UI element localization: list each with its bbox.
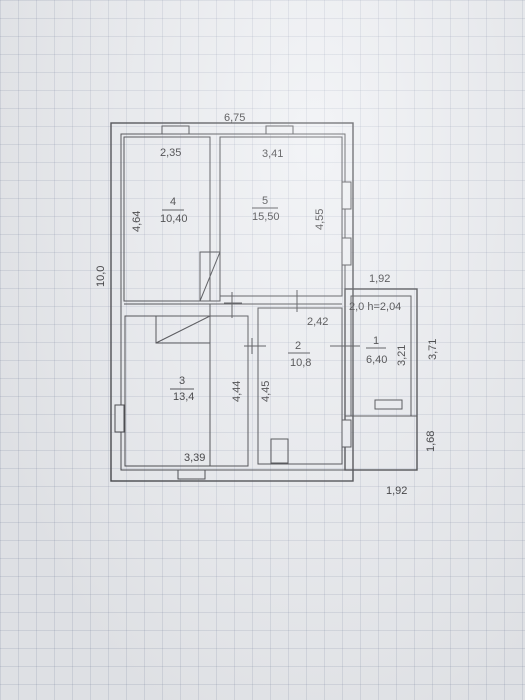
room-5-top-label: 3,41 — [262, 148, 283, 160]
room-3-side-label: 4,44 — [231, 381, 243, 402]
annex-top-label: 1,92 — [369, 273, 390, 285]
outer-wall — [110, 122, 354, 482]
room-2-side-label: 4,45 — [260, 381, 272, 402]
room-4-side-label: 4,64 — [131, 211, 143, 232]
overall-width-label: 6,75 — [224, 112, 245, 124]
room-5-side-label: 4,55 — [314, 209, 326, 230]
stove — [270, 438, 289, 464]
room-4-number: 4 — [170, 196, 176, 208]
annex-wall — [344, 288, 418, 471]
room-2-outline — [257, 307, 343, 465]
stair-upper-diag — [199, 251, 221, 302]
windows — [114, 125, 403, 480]
door-marks — [224, 290, 360, 354]
room-2-top-label: 2,42 — [307, 316, 328, 328]
room-5-number: 5 — [262, 195, 268, 207]
room-5-area: 15,50 — [252, 211, 280, 223]
stair-lower — [155, 315, 211, 344]
room-4-area: 10,40 — [160, 213, 188, 225]
room-3-bottom-label: 3,39 — [184, 452, 205, 464]
room-2-number: 2 — [295, 340, 301, 352]
overall-height-label: 10,0 — [95, 266, 107, 287]
stair-upper — [199, 251, 221, 302]
room-3-area: 13,4 — [173, 391, 194, 403]
room-3-number: 3 — [179, 375, 185, 387]
annex-lower-height-label: 1,68 — [425, 431, 437, 452]
room-1-number: 1 — [373, 335, 379, 347]
annex-bottom-label: 1,92 — [386, 485, 407, 497]
annex-upper-height-label: 3,71 — [427, 339, 439, 360]
room-1-side-label: 3,21 — [396, 345, 408, 366]
room-2-area: 10,8 — [290, 357, 311, 369]
room-1-header-label: 2,0 h=2,04 — [349, 301, 401, 313]
room-1-area: 6,40 — [366, 354, 387, 366]
room-5-outline — [219, 136, 343, 297]
outer-wall-inner — [120, 133, 346, 471]
room-4-outline — [123, 136, 211, 302]
room-fraction-bars — [162, 207, 386, 390]
room-4-top-label: 2,35 — [160, 147, 181, 159]
stair-lower-diag — [155, 315, 211, 344]
